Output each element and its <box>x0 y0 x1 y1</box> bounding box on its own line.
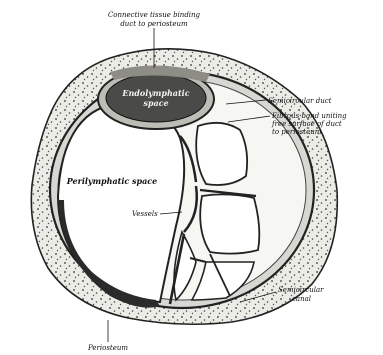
label-endolymphatic-space-line2: space <box>143 98 168 108</box>
label-semicircular-canal-line2: canal <box>292 295 311 303</box>
label-semicircular-duct: Semicircular duct <box>268 97 332 105</box>
label-top-line1: Connective tissue binding <box>108 11 201 19</box>
label-fibrous-band-line2: free surface of duct <box>271 120 342 128</box>
label-semicircular-canal-line1: Semicircular <box>278 286 324 294</box>
label-endolymphatic-space-line1: Endolymphatic <box>121 88 189 98</box>
compartment-middle <box>200 194 259 253</box>
label-fibrous-band-line3: to periosteum <box>272 128 322 136</box>
label-vessels: Vessels <box>132 210 158 218</box>
label-periosteum: Periosteum <box>87 344 128 352</box>
label-fibrous-band-line1: Fibrous band uniting <box>271 112 347 120</box>
compartment-upper <box>196 123 247 185</box>
label-perilymphatic-space: Perilymphatic space <box>66 176 158 186</box>
label-top-line2: duct to periosteum <box>120 20 188 28</box>
